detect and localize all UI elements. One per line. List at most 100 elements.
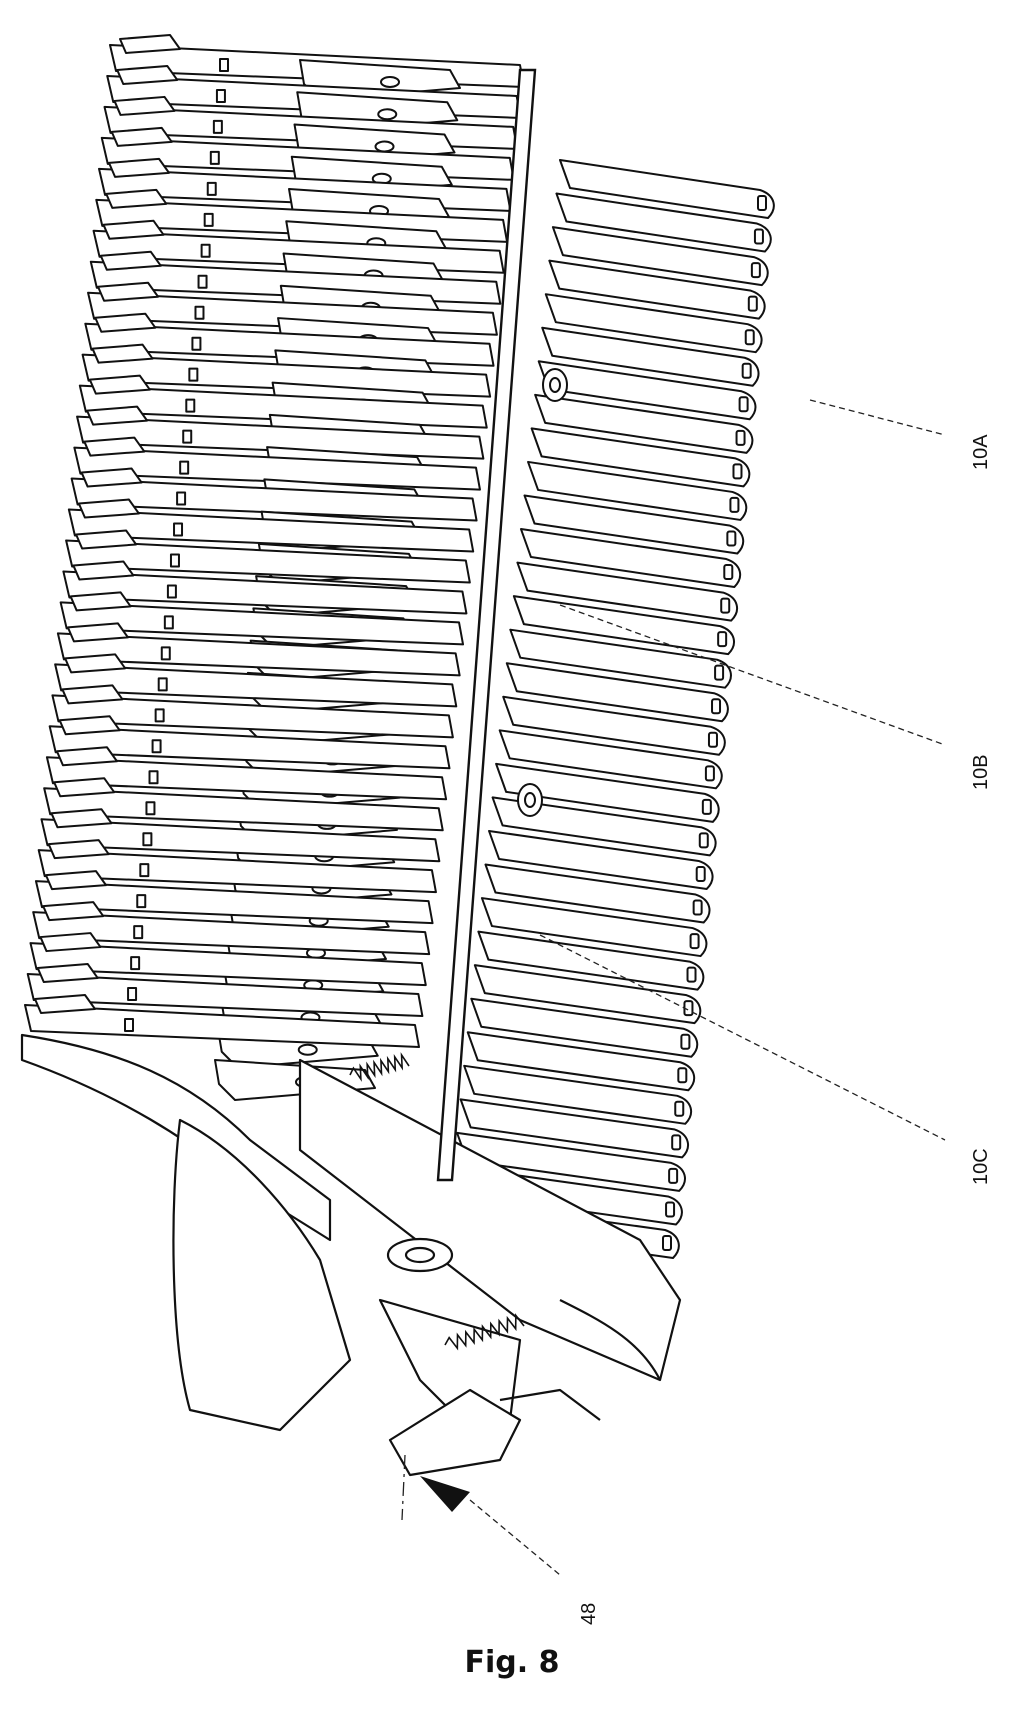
right-fin	[512, 595, 735, 656]
plate-tab	[83, 436, 146, 457]
left-plate	[81, 353, 492, 398]
plate-tab	[61, 684, 124, 705]
right-fin	[548, 259, 766, 320]
right-fin	[488, 829, 714, 890]
fin-clip	[671, 1134, 682, 1151]
plate-slot	[160, 646, 171, 661]
plate-tab	[102, 219, 165, 240]
fin-clip	[757, 195, 767, 211]
fin-clip	[714, 664, 725, 681]
left-plate	[37, 849, 437, 894]
plate-tab	[91, 343, 154, 364]
fin-clip	[732, 463, 743, 480]
plate-tab	[97, 281, 160, 302]
left-plate	[48, 725, 451, 770]
plate-slot	[157, 677, 168, 692]
plate-tab	[55, 746, 118, 767]
linkage-hole	[380, 76, 400, 88]
right-fin	[473, 964, 702, 1025]
plate-tab	[110, 126, 173, 147]
plate-slot	[209, 150, 220, 165]
reference-label-10b: 10B	[970, 754, 992, 790]
plate-slot	[130, 956, 141, 971]
plate-slot	[142, 832, 153, 847]
plate-tab	[116, 64, 179, 85]
plate-slot	[148, 770, 159, 785]
plate-tab	[94, 312, 157, 333]
right-fin	[523, 494, 745, 555]
plate-slot	[206, 181, 217, 196]
left-plate	[73, 446, 481, 491]
left-plate	[87, 291, 498, 336]
coil-spring	[444, 1313, 525, 1351]
plate-slot	[163, 615, 174, 630]
plate-slot	[179, 460, 190, 475]
fin-clip	[665, 1201, 676, 1218]
fin-clip	[668, 1167, 679, 1184]
right-fin	[509, 628, 732, 689]
plate-slot	[133, 925, 144, 940]
fin-clip	[717, 631, 728, 648]
fin-clip	[686, 966, 697, 983]
plate-tab	[88, 374, 151, 395]
reference-label-10a: 10A	[970, 434, 992, 470]
plate-tab	[34, 994, 96, 1014]
left-plate	[62, 570, 468, 615]
fin-clip	[753, 228, 764, 245]
plate-tab	[36, 963, 99, 984]
left-plate	[70, 477, 478, 522]
fin-clip	[747, 295, 758, 312]
left-plate	[56, 632, 461, 677]
right-fin	[555, 192, 772, 253]
base-frame	[20, 1033, 682, 1477]
direction-arrow-icon	[420, 1476, 470, 1512]
fin-clip	[704, 765, 715, 782]
left-plate	[34, 880, 434, 925]
plate-tab	[44, 870, 107, 891]
plate-slot	[188, 367, 199, 382]
right-fin	[491, 796, 717, 857]
plate-slot	[124, 1018, 134, 1032]
central-spine-bar	[436, 68, 537, 1182]
left-plate	[45, 756, 448, 801]
plate-slot	[139, 863, 150, 878]
plate-tab	[113, 95, 176, 116]
spring-assembly-stack	[24, 34, 775, 1259]
plate-tab	[72, 560, 135, 581]
fin-clip	[726, 530, 737, 547]
fin-clip	[698, 832, 709, 849]
right-fin	[463, 1064, 693, 1125]
plate-slot	[151, 739, 162, 754]
plate-tab	[75, 529, 138, 550]
left-plate	[26, 973, 424, 1018]
plate-slot	[191, 336, 202, 351]
left-plate	[29, 942, 427, 987]
plate-slot	[203, 212, 214, 227]
right-fin	[498, 729, 723, 790]
fin-clip	[711, 698, 722, 715]
plate-tab	[53, 777, 116, 798]
plate-slot	[200, 243, 211, 258]
plate-slot	[219, 58, 229, 72]
right-fin	[480, 897, 708, 958]
fin-clip	[662, 1235, 672, 1251]
fin-clip	[723, 564, 734, 581]
fin-clip	[695, 865, 706, 882]
plate-tab	[58, 715, 121, 736]
plate-slot	[145, 801, 156, 816]
fin-clip	[744, 329, 755, 346]
linkage-hole	[377, 108, 398, 121]
plate-tab	[39, 932, 102, 953]
right-fin	[534, 393, 754, 454]
plate-tab	[66, 622, 129, 643]
reference-label-10c: 10C	[970, 1148, 992, 1185]
right-fin	[551, 226, 769, 287]
right-fin	[537, 360, 757, 421]
plate-slot	[169, 553, 180, 568]
pivot-hole	[524, 792, 536, 808]
plate-slot	[215, 88, 226, 103]
fin-clip	[701, 798, 712, 815]
plate-slot	[127, 987, 138, 1002]
plate-tab	[69, 591, 132, 612]
left-plate	[40, 818, 441, 863]
